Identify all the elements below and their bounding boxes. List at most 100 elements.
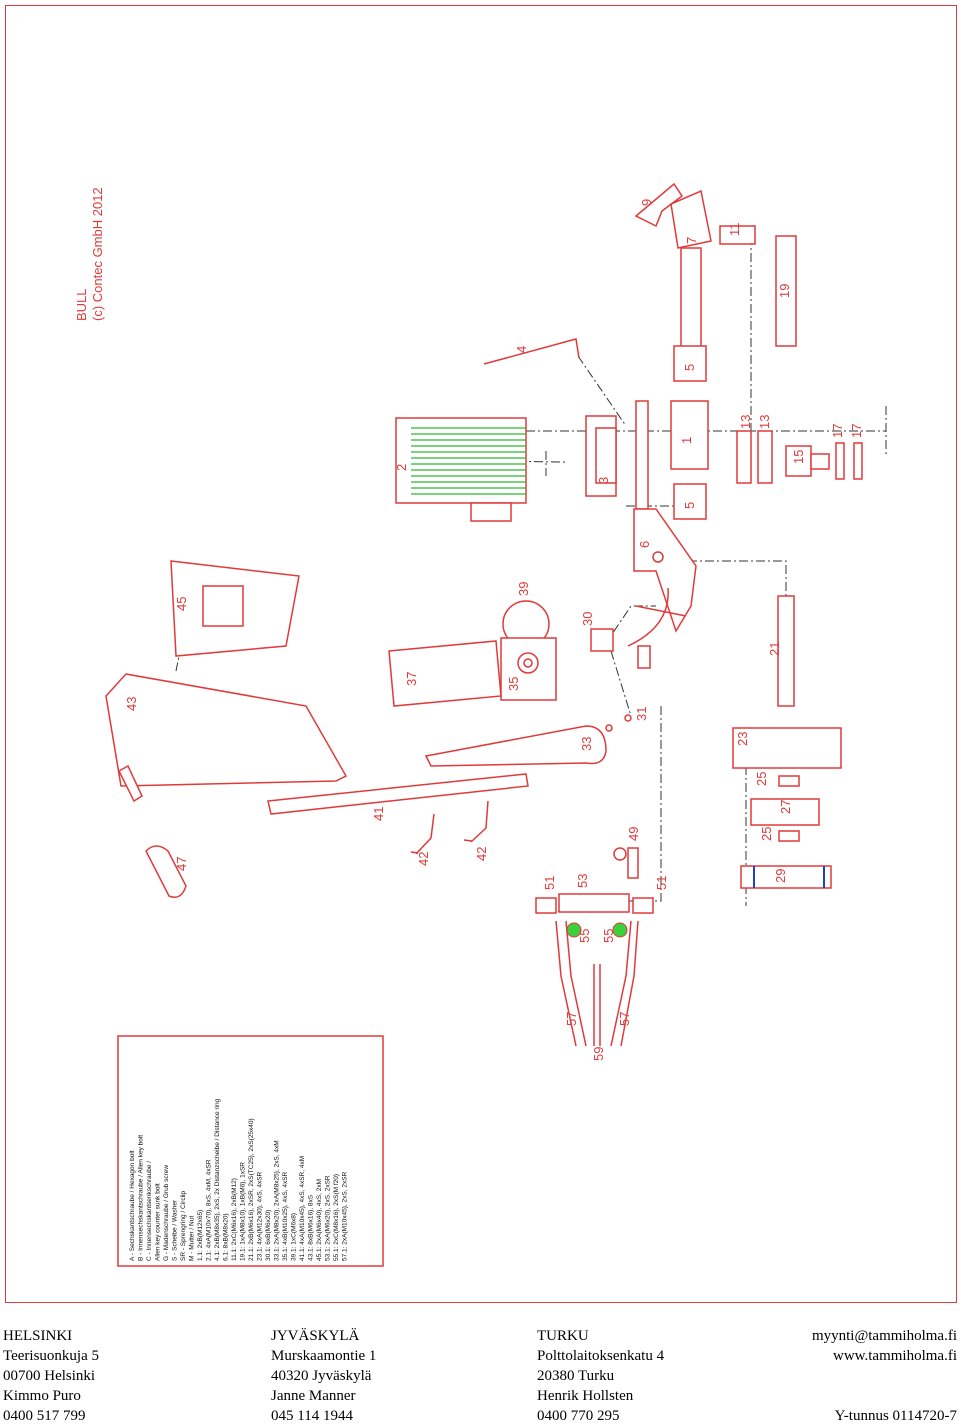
motor-cooling-fins xyxy=(411,427,526,495)
footer-helsinki: HELSINKI Teerisuonkuja 5 00700 Helsinki … xyxy=(3,1326,99,1426)
contact-person: Kimmo Puro xyxy=(3,1388,81,1404)
legend-line: 6.1: 8xB(M8x20) xyxy=(223,1213,230,1261)
part-label: 41 xyxy=(371,807,386,821)
contact-person: Janne Manner xyxy=(271,1388,356,1404)
part-53 xyxy=(558,893,630,913)
part-label: 5 xyxy=(682,364,697,371)
street: Teerisuonkuja 5 xyxy=(3,1348,100,1364)
part-51b xyxy=(632,897,654,914)
legend-line: Allen key counter sunk bolt xyxy=(155,1183,162,1261)
city: TURKU xyxy=(537,1328,589,1344)
postal: 20380 Turku xyxy=(537,1368,615,1384)
part-label: 17 xyxy=(830,424,845,438)
part-label: 43 xyxy=(124,697,139,711)
part-13b xyxy=(757,430,773,484)
legend-line: 2.1: 4xA(M10x70), 8xS, 4xM, 4xSR xyxy=(206,1159,213,1261)
part-label: 13 xyxy=(738,415,753,429)
mounting-plate xyxy=(635,400,649,510)
legend-line: S - Scheibe / Washer xyxy=(172,1199,179,1261)
part-label: 25 xyxy=(759,827,774,841)
part-label: 35 xyxy=(506,677,521,691)
part-label: 21 xyxy=(767,642,782,656)
footer: HELSINKI Teerisuonkuja 5 00700 Helsinki … xyxy=(0,1326,960,1425)
part-43 xyxy=(105,673,348,787)
part-29 xyxy=(740,865,832,889)
part-4 xyxy=(483,338,580,365)
legend-line: 41.1: 4xA(M10x45), 4xS, 4xSR, 4xM xyxy=(299,1156,306,1261)
part-57b xyxy=(610,920,639,1047)
part-label: 15 xyxy=(791,450,806,464)
part-label: 51 xyxy=(654,876,669,890)
part-label: 59 xyxy=(591,1047,606,1061)
part-label: 49 xyxy=(626,827,641,841)
drawing-sheet: BULL (c) Contec GmbH 2012 xyxy=(5,5,957,1303)
part-label: 19 xyxy=(777,284,792,298)
street: Murskaamontie 1 xyxy=(271,1348,377,1364)
part-label: 3 xyxy=(596,477,611,484)
legend-line: B - Innensechskantschraube / Allen key b… xyxy=(138,1135,145,1261)
part-23 xyxy=(732,727,842,769)
part-30 xyxy=(590,628,614,652)
street: Polttolaitoksenkatu 4 xyxy=(537,1348,665,1364)
part-label: 25 xyxy=(754,772,769,786)
legend-line: M - Mutter / Nut xyxy=(189,1216,196,1261)
part-label: 7 xyxy=(684,237,699,244)
part-7 xyxy=(670,189,712,249)
part-label: 27 xyxy=(778,800,793,814)
part-27 xyxy=(750,798,820,826)
part-label: 51 xyxy=(542,876,557,890)
part-33 xyxy=(424,725,607,767)
part-5-bottom xyxy=(673,483,707,520)
part-label: 30 xyxy=(580,612,595,626)
contact-person: Henrik Hollsten xyxy=(537,1388,634,1404)
city: HELSINKI xyxy=(3,1328,73,1344)
part-label: 5 xyxy=(682,502,697,509)
part-25b xyxy=(778,830,800,842)
part-label: 31 xyxy=(634,707,649,721)
legend-line: 19.1: 1xA(M8x10), 1xB(M6), 1xSR xyxy=(240,1162,247,1261)
legend-line: 1.1: 2xB(M12x65) xyxy=(197,1210,204,1261)
part-41 xyxy=(267,773,529,815)
legend-line: 39.1: 1xC(M6x8) xyxy=(291,1213,298,1261)
legend-line: 43.1: 8xB(M6x16), 8xS xyxy=(308,1194,315,1261)
part-1 xyxy=(670,400,709,470)
part-label: 23 xyxy=(735,732,750,746)
footer-jyvaskyla: JYVÄSKYLÄ Murskaamontie 1 40320 Jyväskyl… xyxy=(271,1326,376,1426)
footer-turku: TURKU Polttolaitoksenkatu 4 20380 Turku … xyxy=(537,1326,664,1426)
part-label: 45 xyxy=(174,597,189,611)
part-47 xyxy=(145,845,187,898)
city: JYVÄSKYLÄ xyxy=(271,1328,360,1344)
postal: 40320 Jyväskylä xyxy=(271,1368,372,1384)
postal: 00700 Helsinki xyxy=(3,1368,96,1384)
part-2-motor xyxy=(395,417,527,504)
part-49 xyxy=(613,847,627,861)
part-label: 4 xyxy=(514,346,529,353)
part-57a xyxy=(555,920,587,1047)
legend-line: 30.1: 6xB(M6x20) xyxy=(265,1210,272,1261)
part-label: 11 xyxy=(727,223,742,237)
assembly-drawing: BULL (c) Contec GmbH 2012 xyxy=(74,182,887,1267)
part-label: 37 xyxy=(404,672,419,686)
part-51a xyxy=(535,897,557,914)
part-13a xyxy=(736,430,752,484)
part-label: 1 xyxy=(679,437,694,444)
legend-line: 45.1: 2xA(M6x40), 4xS, 2xM xyxy=(316,1179,323,1261)
part-label: 53 xyxy=(575,874,590,888)
part-6 xyxy=(633,508,697,633)
part-label: 42 xyxy=(474,847,489,861)
part-label: 42 xyxy=(416,852,431,866)
drawing-title: BULL xyxy=(74,288,89,321)
legend-line: 35.1: 4xB(M10x25), 4xS, 4xSR xyxy=(282,1171,289,1261)
part-label: 57 xyxy=(564,1012,579,1026)
part-11 xyxy=(719,225,756,245)
part-17b xyxy=(853,442,863,480)
email: myynti@tammiholma.fi xyxy=(811,1328,957,1344)
legend-line: 21.1: 2xB(M6x16), 2xSR, 2xS(TC25), 2xS(2… xyxy=(248,1118,255,1261)
part-55b xyxy=(612,922,628,938)
part-25a xyxy=(778,775,800,787)
part-47-bar xyxy=(118,764,143,803)
legend-line: 23.1: 4xA(M12x30), 4xS, 4xSR xyxy=(257,1171,264,1261)
part-label: 47 xyxy=(174,857,189,871)
part-label: 55 xyxy=(577,929,592,943)
